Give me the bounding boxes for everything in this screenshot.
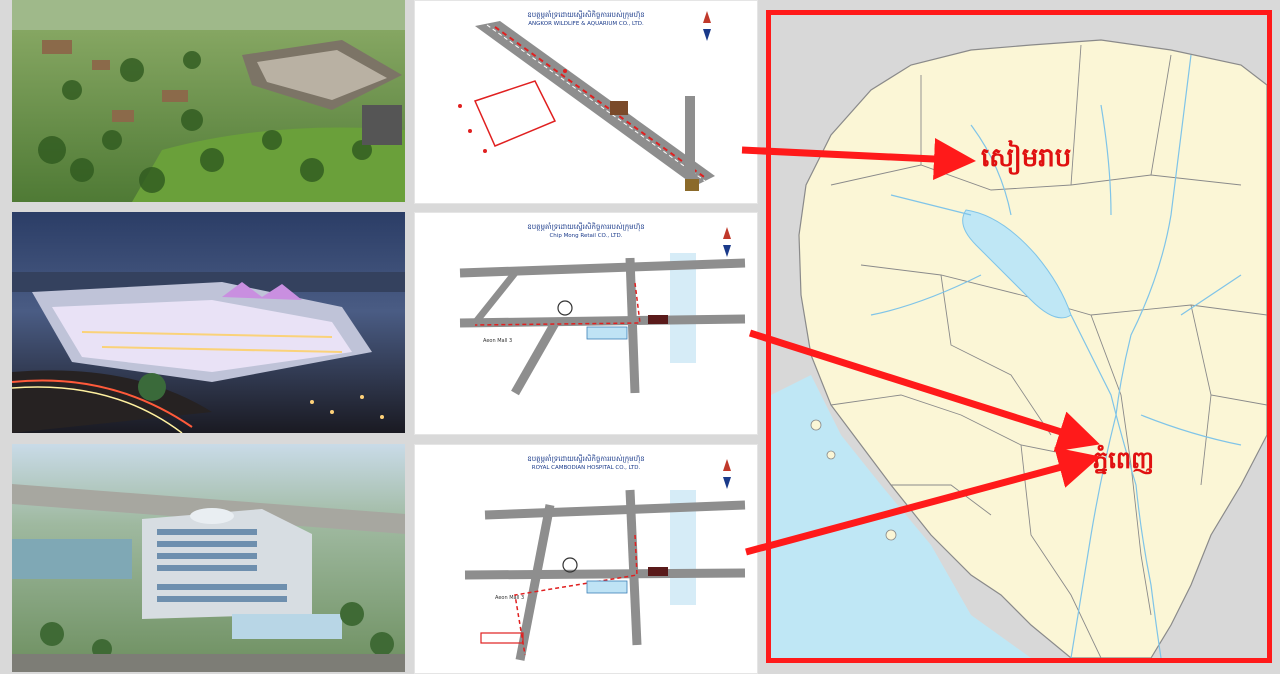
cambodia-map: សៀមរាប ភ្នំពេញ: [766, 10, 1272, 663]
aeon-mall-label: Aeon Mall 3: [483, 338, 513, 344]
north-arrow-icon: [703, 11, 711, 23]
tonle-sap-lake: [962, 209, 1072, 319]
chip-mong-location-map: ឧបត្ថម្ភគាំទ្រដោយស្ទើរសិកិច្ចការរបស់ក្រុ…: [414, 212, 758, 435]
card-subtitle: ANGKOR WILDLIFE & AQUARIUM CO., LTD.: [528, 21, 644, 27]
card-subtitle: Chip Mong Retail CO., LTD.: [549, 233, 623, 239]
royal-hospital-location-map: ឧបត្ថម្ភគាំទ្រដោយស្ទើរសិកិច្ចការរបស់ក្រុ…: [414, 444, 758, 674]
chip-mong-mall-photo: [12, 212, 405, 433]
royal-hospital-photo: [12, 444, 405, 672]
card-subtitle: ROYAL CAMBODIAN HOSPITAL CO., LTD.: [531, 465, 641, 471]
north-arrow-icon: [723, 459, 731, 471]
angkor-location-map: ឧបត្ថម្ភគាំទ្រដោយស្ទើរសិកិច្ចការរបស់ក្រុ…: [414, 0, 758, 204]
siem-reap-label: សៀមរាប: [981, 143, 1072, 173]
card-title: ឧបត្ថម្ភគាំទ្រដោយស្ទើរសិកិច្ចការរបស់ក្រុ…: [527, 223, 645, 231]
rivers: [870, 54, 1242, 658]
north-arrow-icon: [723, 227, 731, 239]
card-title: ឧបត្ថម្ភគាំទ្រដោយស្ទើរសិកិច្ចការរបស់ក្រុ…: [527, 11, 645, 19]
angkor-wildlife-photo: [12, 0, 405, 202]
aeon-mall-label: Aeon Mall 3: [495, 595, 525, 601]
card-title: ឧបត្ថម្ភគាំទ្រដោយស្ទើរសិកិច្ចការរបស់ក្រុ…: [527, 455, 645, 463]
phnom-penh-label: ភ្នំពេញ: [1093, 446, 1154, 474]
